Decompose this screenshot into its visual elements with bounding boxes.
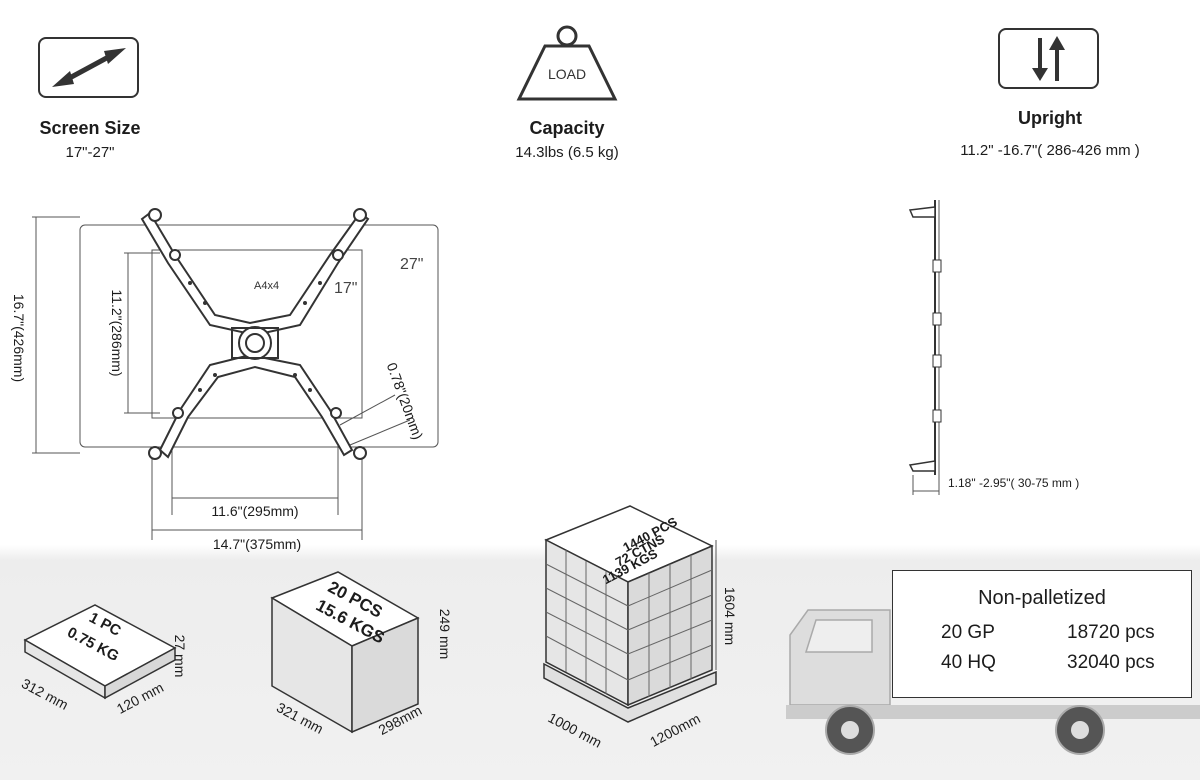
upright-label: Upright bbox=[1018, 108, 1082, 128]
unit-height-label: 27 mm bbox=[172, 634, 188, 678]
screw-label: A4x4 bbox=[254, 280, 280, 292]
pallet-stack bbox=[543, 505, 717, 723]
shipping-row: 20 GP 18720 pcs bbox=[893, 622, 1191, 644]
shipping-table: Non-palletized 20 GP 18720 pcs 40 HQ 320… bbox=[892, 570, 1192, 698]
container-type: 40 HQ bbox=[941, 652, 996, 673]
screen-size-value: 17"-27" bbox=[65, 144, 115, 161]
height-inner-label: 11.2"(286mm) bbox=[109, 289, 125, 377]
container-qty: 32040 pcs bbox=[1067, 652, 1155, 673]
upright-icon-box bbox=[998, 28, 1099, 89]
height-outer-label: 16.7"(426mm) bbox=[11, 293, 27, 383]
front-view-drawing bbox=[32, 208, 439, 540]
side-view-drawing bbox=[908, 200, 942, 495]
width-inner-label: 11.6"(295mm) bbox=[211, 503, 299, 519]
capacity-label: Capacity bbox=[529, 118, 605, 138]
capacity-value: 14.3lbs (6.5 kg) bbox=[515, 144, 619, 161]
shipping-row: 40 HQ 32040 pcs bbox=[893, 652, 1191, 674]
truck-illustration bbox=[786, 609, 1200, 755]
carton-box bbox=[270, 571, 420, 734]
load-icon-text: LOAD bbox=[548, 66, 586, 82]
pallet-height-label: 1604 mm bbox=[722, 586, 738, 646]
size-17-label: 17" bbox=[334, 280, 358, 297]
screen-size-icon-box bbox=[38, 37, 139, 98]
size-27-label: 27" bbox=[400, 256, 424, 273]
side-depth-label: 1.18" -2.95"( 30-75 mm ) bbox=[948, 476, 1080, 490]
up-down-arrows-icon bbox=[1032, 36, 1065, 81]
load-weight-icon: LOAD bbox=[516, 25, 618, 101]
carton-height-label: 249 mm bbox=[437, 608, 453, 660]
panel-27-outline bbox=[79, 224, 439, 448]
shipping-title: Non-palletized bbox=[978, 587, 1106, 609]
unit-box bbox=[23, 604, 177, 700]
width-outer-label: 14.7"(375mm) bbox=[212, 536, 302, 552]
diagonal-arrow-icon bbox=[52, 48, 126, 87]
panel-17-outline bbox=[151, 249, 363, 419]
upright-value: 11.2" -16.7"( 286-426 mm ) bbox=[960, 142, 1140, 159]
screen-size-label: Screen Size bbox=[39, 118, 141, 138]
container-qty: 18720 pcs bbox=[1067, 622, 1155, 643]
container-type: 20 GP bbox=[941, 622, 995, 643]
